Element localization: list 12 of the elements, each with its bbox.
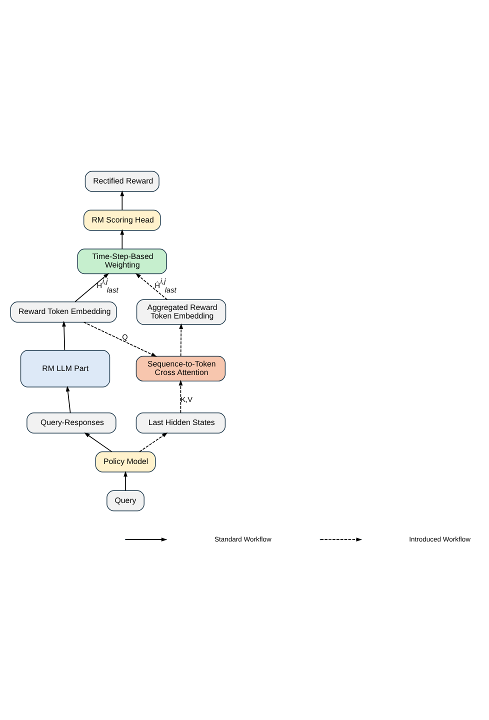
arrow — [120, 190, 124, 210]
arrow — [84, 432, 112, 452]
arrow — [135, 272, 168, 300]
arrow — [120, 228, 124, 249]
arrow — [178, 379, 183, 413]
arrow — [179, 322, 184, 356]
arrow — [139, 432, 168, 452]
arrow — [83, 321, 157, 356]
arrow — [124, 470, 128, 490]
arrow — [66, 385, 71, 413]
arrow — [62, 320, 66, 350]
arrow — [74, 272, 110, 302]
